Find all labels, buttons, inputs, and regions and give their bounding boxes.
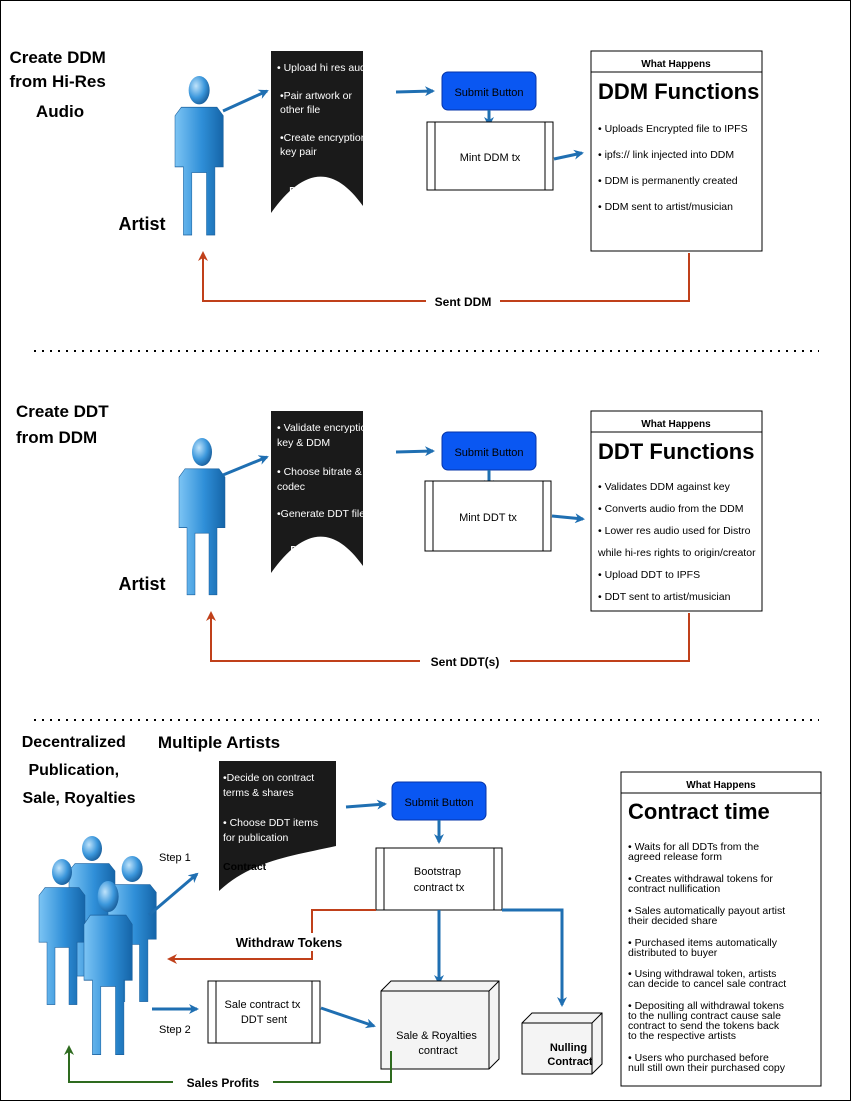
svg-text:Submit Button: Submit Button (454, 447, 523, 459)
contract-form-to-submit-arrow (345, 799, 387, 810)
step1-arrow (148, 872, 199, 917)
section3-title: Decentralized Publication, Sale, Royalti… (22, 734, 136, 807)
artist-person-icon (174, 75, 224, 236)
ddm-form-label: DDM FORM (287, 186, 316, 210)
ddm-functions-panel: What Happens DDM Functions • Uploads Enc… (590, 50, 763, 252)
bootstrap-contract-tx-box: Bootstrap contract tx (375, 847, 503, 911)
svg-text:Sale contract tx DDT s: Sale contract tx DDT sent (225, 999, 304, 1026)
sales-profits-label: Sales Profits (187, 1076, 260, 1090)
svg-text:• DDT sent to artist/musician: • DDT sent to artist/musician (598, 591, 731, 603)
contract-form-label: Contract (223, 861, 267, 873)
section-create-ddt: Create DDT from DDM Artist • Validate en… (16, 402, 763, 669)
svg-text:Sale & Royalties contr: Sale & Royalties contract (396, 1030, 480, 1057)
multiple-artists-icon (38, 835, 157, 1055)
artist-person-icon (178, 437, 226, 596)
section1-artist-label: Artist (118, 214, 165, 234)
ddt-functions-panel: What Happens DDT Functions • Validates D… (590, 410, 763, 612)
bootstrap-to-nulling-arrow (502, 908, 567, 1007)
svg-text:• Converts audio from the DDM: • Converts audio from the DDM (598, 503, 743, 515)
svg-text:Submit Button: Submit Button (404, 797, 473, 809)
svg-text:Bootstrap contract tx: Bootstrap contract tx (414, 866, 465, 894)
artist-to-form-arrow (222, 89, 269, 113)
ddm-form[interactable]: • Upload hi res audio •Pair artwork or o… (271, 51, 377, 213)
svg-text:Contract time: Contract time (628, 799, 770, 824)
step2-label: Step 2 (159, 1024, 191, 1036)
withdraw-tokens-label: Withdraw Tokens (236, 935, 343, 950)
contract-form[interactable]: •Decide on contract terms & shares • Cho… (219, 761, 336, 891)
sale-royalties-contract-box: Sale & Royalties contract (380, 980, 500, 1070)
svg-text:What Happens: What Happens (686, 780, 756, 791)
svg-text:Submit Button: Submit Button (454, 87, 523, 99)
section2-title: Create DDT from DDM (16, 402, 113, 447)
ddt-form[interactable]: • Validate encryption key & DDM • Choose… (271, 411, 375, 573)
svg-text:• Uploads Encrypted file to IP: • Uploads Encrypted file to IPFS (598, 123, 748, 135)
svg-text:Nulling Contract: Nulling Contract (547, 1042, 593, 1068)
section-create-ddm: Create DDM from Hi-Res Audio Artist • Up… (9, 48, 763, 309)
section2-artist-label: Artist (118, 574, 165, 594)
svg-text:DDT Functions: DDT Functions (598, 439, 754, 464)
sent-ddm-label: Sent DDM (435, 295, 492, 309)
svg-text:• DDM sent to artist/musician: • DDM sent to artist/musician (598, 201, 733, 213)
ddt-form-bullets: • Validate encryption key & DDM • Choose… (277, 422, 375, 520)
ddt-form-to-submit-arrow (395, 446, 435, 457)
svg-text:DDM Functions: DDM Functions (598, 79, 759, 104)
contract-form-bullets: •Decide on contract terms & shares • Cho… (223, 772, 321, 844)
svg-text:while hi-res rights to origin/: while hi-res rights to origin/creator (597, 547, 756, 559)
svg-text:What Happens: What Happens (641, 59, 711, 70)
ddt-submit-button[interactable]: Submit Button (441, 431, 537, 471)
form-to-submit-arrow (395, 86, 435, 97)
step1-label: Step 1 (159, 852, 191, 864)
contract-time-panel: What Happens Contract time • Waits for a… (620, 771, 822, 1087)
section-publication: Decentralized Publication, Sale, Royalti… (22, 733, 822, 1090)
sale-tx-to-sale-contract-arrow (320, 1006, 376, 1029)
ddt-form-label: DDT FORM (287, 545, 316, 570)
artist-to-ddt-form-arrow (222, 455, 269, 477)
svg-text:• DDM is permanently created: • DDM is permanently created (598, 175, 738, 187)
svg-text:Mint DDT tx: Mint DDT tx (459, 512, 517, 524)
mint-to-panel-arrow (553, 149, 584, 161)
mint-ddm-tx-box: Mint DDM tx (426, 121, 554, 191)
section3-subtitle: Multiple Artists (158, 733, 280, 752)
ddm-submit-button[interactable]: Submit Button (441, 71, 537, 111)
contract-submit-button[interactable]: Submit Button (391, 781, 487, 821)
sent-ddt-label: Sent DDT(s) (431, 655, 500, 669)
svg-text:• ipfs:// link injected into D: • ipfs:// link injected into DDM (598, 149, 734, 161)
svg-text:Mint DDM tx: Mint DDM tx (460, 152, 521, 164)
svg-text:What Happens: What Happens (641, 419, 711, 430)
section1-title: Create DDM from Hi-Res Audio (9, 48, 110, 121)
nulling-contract-box: Nulling Contract (521, 1012, 603, 1075)
sale-contract-tx-box: Sale contract tx DDT sent (207, 980, 321, 1044)
svg-text:• Lower res audio used for Dis: • Lower res audio used for Distro (598, 525, 751, 537)
ddm-form-bullets: • Upload hi res audio •Pair artwork or o… (277, 62, 377, 158)
mint-ddt-to-panel-arrow (551, 513, 585, 524)
svg-text:• Waits for all DDTs from the: • Waits for all DDTs from the agreed rel… (628, 841, 789, 1074)
svg-text:• Upload DDT to IPFS: • Upload DDT to IPFS (598, 569, 700, 581)
svg-text:• Validates DDM against key: • Validates DDM against key (598, 481, 731, 493)
mint-ddt-tx-box: Mint DDT tx (424, 480, 552, 552)
